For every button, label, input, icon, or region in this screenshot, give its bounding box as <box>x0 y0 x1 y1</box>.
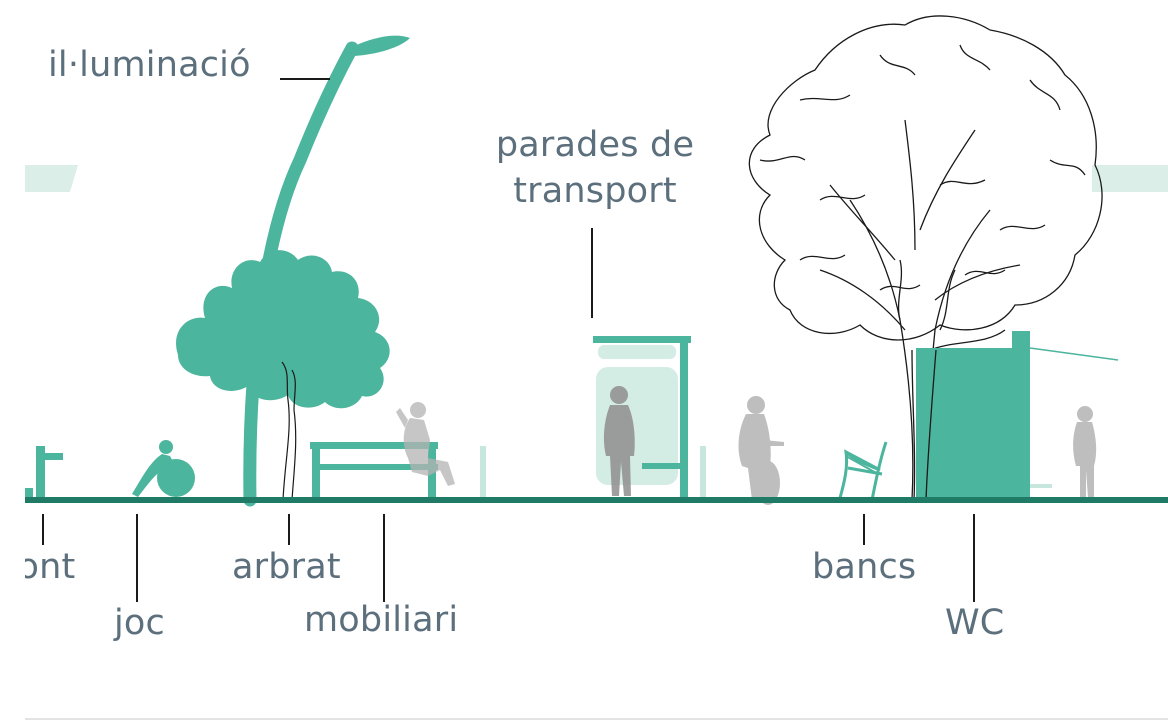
green-tree-crown <box>176 250 390 409</box>
lamp-pole <box>243 41 359 507</box>
large-tree-trunk <box>849 199 914 501</box>
label-illumination: il·luminació <box>48 45 251 85</box>
label-mobiliari: mobiliari <box>304 600 459 640</box>
playground-figure <box>132 440 195 497</box>
fountain <box>25 446 63 500</box>
bollard-right <box>700 446 706 500</box>
right-background-banner <box>1092 165 1168 192</box>
lamp-head <box>350 35 410 56</box>
label-bancs: bancs <box>812 547 917 587</box>
label-joc: joc <box>114 603 165 643</box>
ground-line <box>25 497 1168 503</box>
green-tree <box>176 250 390 501</box>
bollard-left <box>480 446 486 500</box>
left-crop-mask <box>0 0 25 721</box>
label-wc: WC <box>945 603 1005 643</box>
wc-chimney <box>1012 331 1030 351</box>
bottom-divider <box>25 718 1168 720</box>
leader-lines <box>42 78 975 602</box>
wc-block <box>916 331 1119 500</box>
standing-person-silhouette <box>1073 406 1097 498</box>
large-outline-tree <box>748 15 1103 501</box>
label-transport-line2: transport <box>513 171 677 211</box>
large-tree-crown <box>748 15 1103 341</box>
shelter-seat <box>642 463 684 469</box>
left-background-banner <box>25 165 78 192</box>
label-arbrat: arbrat <box>232 547 341 587</box>
label-transport-line1: parades de <box>495 125 695 165</box>
wc-body <box>916 348 1030 500</box>
seated-person-silhouette <box>396 402 455 486</box>
green-tree-trunk <box>281 361 297 501</box>
large-tree-trunk-front <box>911 349 937 501</box>
cyclist-silhouette <box>738 396 784 505</box>
bench-chair <box>838 441 888 501</box>
shelter-roof <box>593 336 691 343</box>
street-lamp <box>243 35 410 507</box>
wc-awning <box>1029 347 1119 361</box>
shelter-post <box>680 336 688 500</box>
waiting-person-silhouette <box>603 386 635 496</box>
label-transport: parades de transport <box>488 125 702 211</box>
